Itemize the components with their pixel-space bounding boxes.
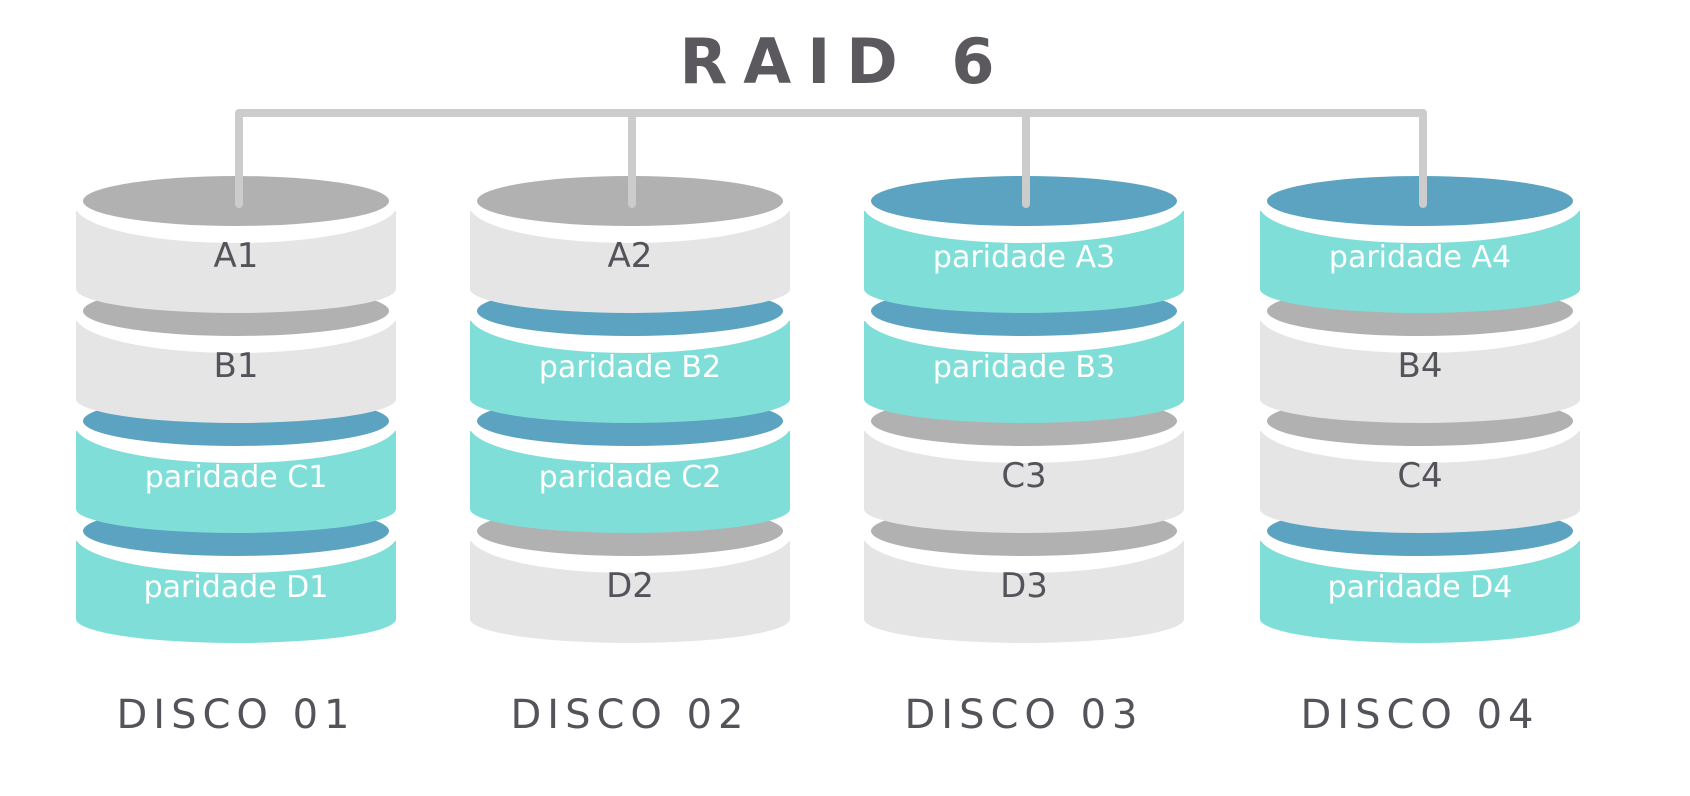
segment-label: paridade D4	[1328, 570, 1513, 605]
segment-label: paridade A4	[1329, 240, 1511, 275]
segment-label: A2	[608, 236, 653, 276]
segment-label: C4	[1397, 456, 1442, 496]
diagram-title: RAID 6	[680, 25, 1011, 98]
segment-label: paridade B3	[933, 350, 1115, 385]
segment-label: paridade D1	[144, 570, 329, 605]
disk-label: DISCO 02	[510, 692, 749, 738]
disk-label: DISCO 04	[1300, 692, 1539, 738]
disk-4: paridade D4 C4 B4 paridade A4 DISCO 04	[1259, 167, 1581, 738]
segment-label: B4	[1398, 346, 1443, 386]
segment-label: paridade C2	[539, 460, 722, 495]
segment-label: B1	[214, 346, 259, 386]
raid-connector	[235, 109, 1427, 208]
disk-3: D3 C3 paridade B3 paridade A3 DISCO 03	[863, 167, 1185, 738]
connector-bus	[235, 109, 1427, 208]
segment-label: D3	[1000, 566, 1048, 606]
segment-label: D2	[606, 566, 654, 606]
segment-label: paridade B2	[539, 350, 721, 385]
segment-label: C3	[1001, 456, 1046, 496]
disk-segment: D2	[469, 497, 791, 643]
segment-label: paridade A3	[933, 240, 1115, 275]
segment-label: paridade C1	[145, 460, 328, 495]
disk-label: DISCO 01	[116, 692, 355, 738]
segment-label: A1	[214, 236, 259, 276]
disk-segment: A1	[75, 167, 397, 313]
disk-label: DISCO 03	[904, 692, 1143, 738]
